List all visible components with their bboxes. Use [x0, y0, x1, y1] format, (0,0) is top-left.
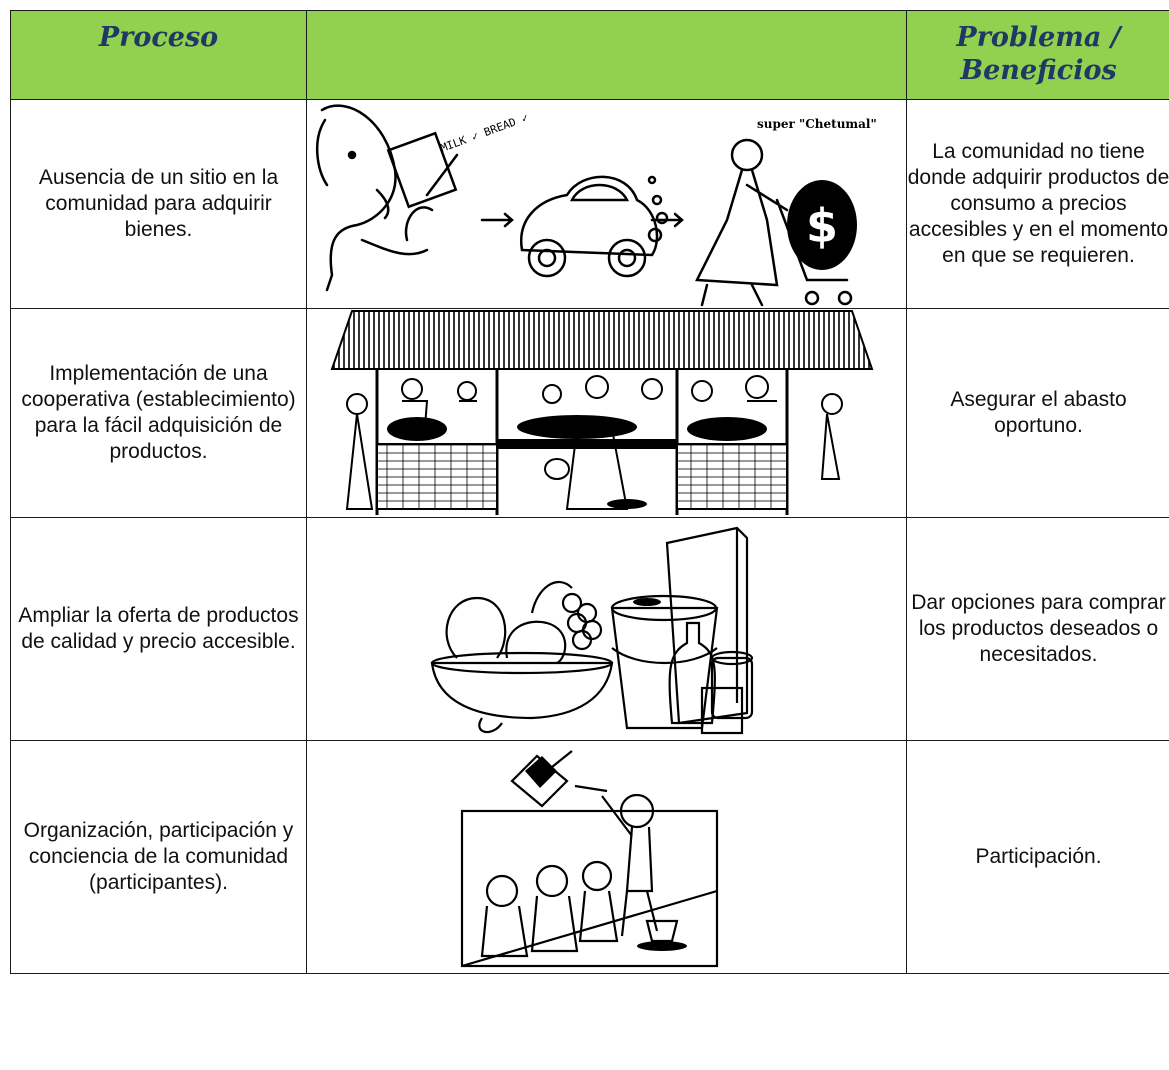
header-row: Proceso Problema / Beneficios — [10, 10, 1169, 100]
proceso-cell: Ausencia de un sitio en la comunidad par… — [10, 99, 307, 309]
note-text: MILK ✓ BREAD ✓ — [439, 111, 531, 155]
beneficio-cell: Asegurar el abasto oportuno. — [906, 308, 1169, 518]
groceries-illustration — [306, 517, 907, 741]
svg-text:$: $ — [806, 199, 838, 253]
header-illustration — [306, 10, 907, 100]
table-row: Implementación de una cooperativa (estab… — [10, 308, 1169, 518]
table-row: Ampliar la oferta de productos de calida… — [10, 517, 1169, 741]
beneficio-cell: Participación. — [906, 740, 1169, 974]
proceso-cell: Implementación de una cooperativa (estab… — [10, 308, 307, 518]
beneficio-cell: Dar opciones para comprar los productos … — [906, 517, 1169, 741]
store-sign: super "Chetumal" — [757, 117, 877, 131]
meeting-icon — [460, 750, 719, 968]
shopping-trip-illustration: $ MILK ✓ BREAD ✓ super "Chetumal" — [306, 99, 907, 309]
table-row: Ausencia de un sitio en la comunidad par… — [10, 99, 1169, 309]
header-proceso: Proceso — [10, 10, 307, 100]
proceso-cell: Ampliar la oferta de productos de calida… — [10, 517, 307, 741]
groceries-icon — [430, 526, 754, 735]
shopping-trip-icon: $ MILK ✓ BREAD ✓ super "Chetumal" — [315, 104, 877, 307]
process-table: Proceso Problema / Beneficios Ausencia d… — [10, 10, 1169, 974]
header-problema-beneficios: Problema / Beneficios — [906, 10, 1169, 100]
market-stall-illustration — [306, 308, 907, 518]
table-row: Organización, participación y conciencia… — [10, 740, 1169, 974]
beneficio-cell: La comunidad no tiene donde adquirir pro… — [906, 99, 1169, 309]
market-stall-icon — [330, 310, 874, 515]
meeting-illustration — [306, 740, 907, 974]
proceso-cell: Organización, participación y conciencia… — [10, 740, 307, 974]
